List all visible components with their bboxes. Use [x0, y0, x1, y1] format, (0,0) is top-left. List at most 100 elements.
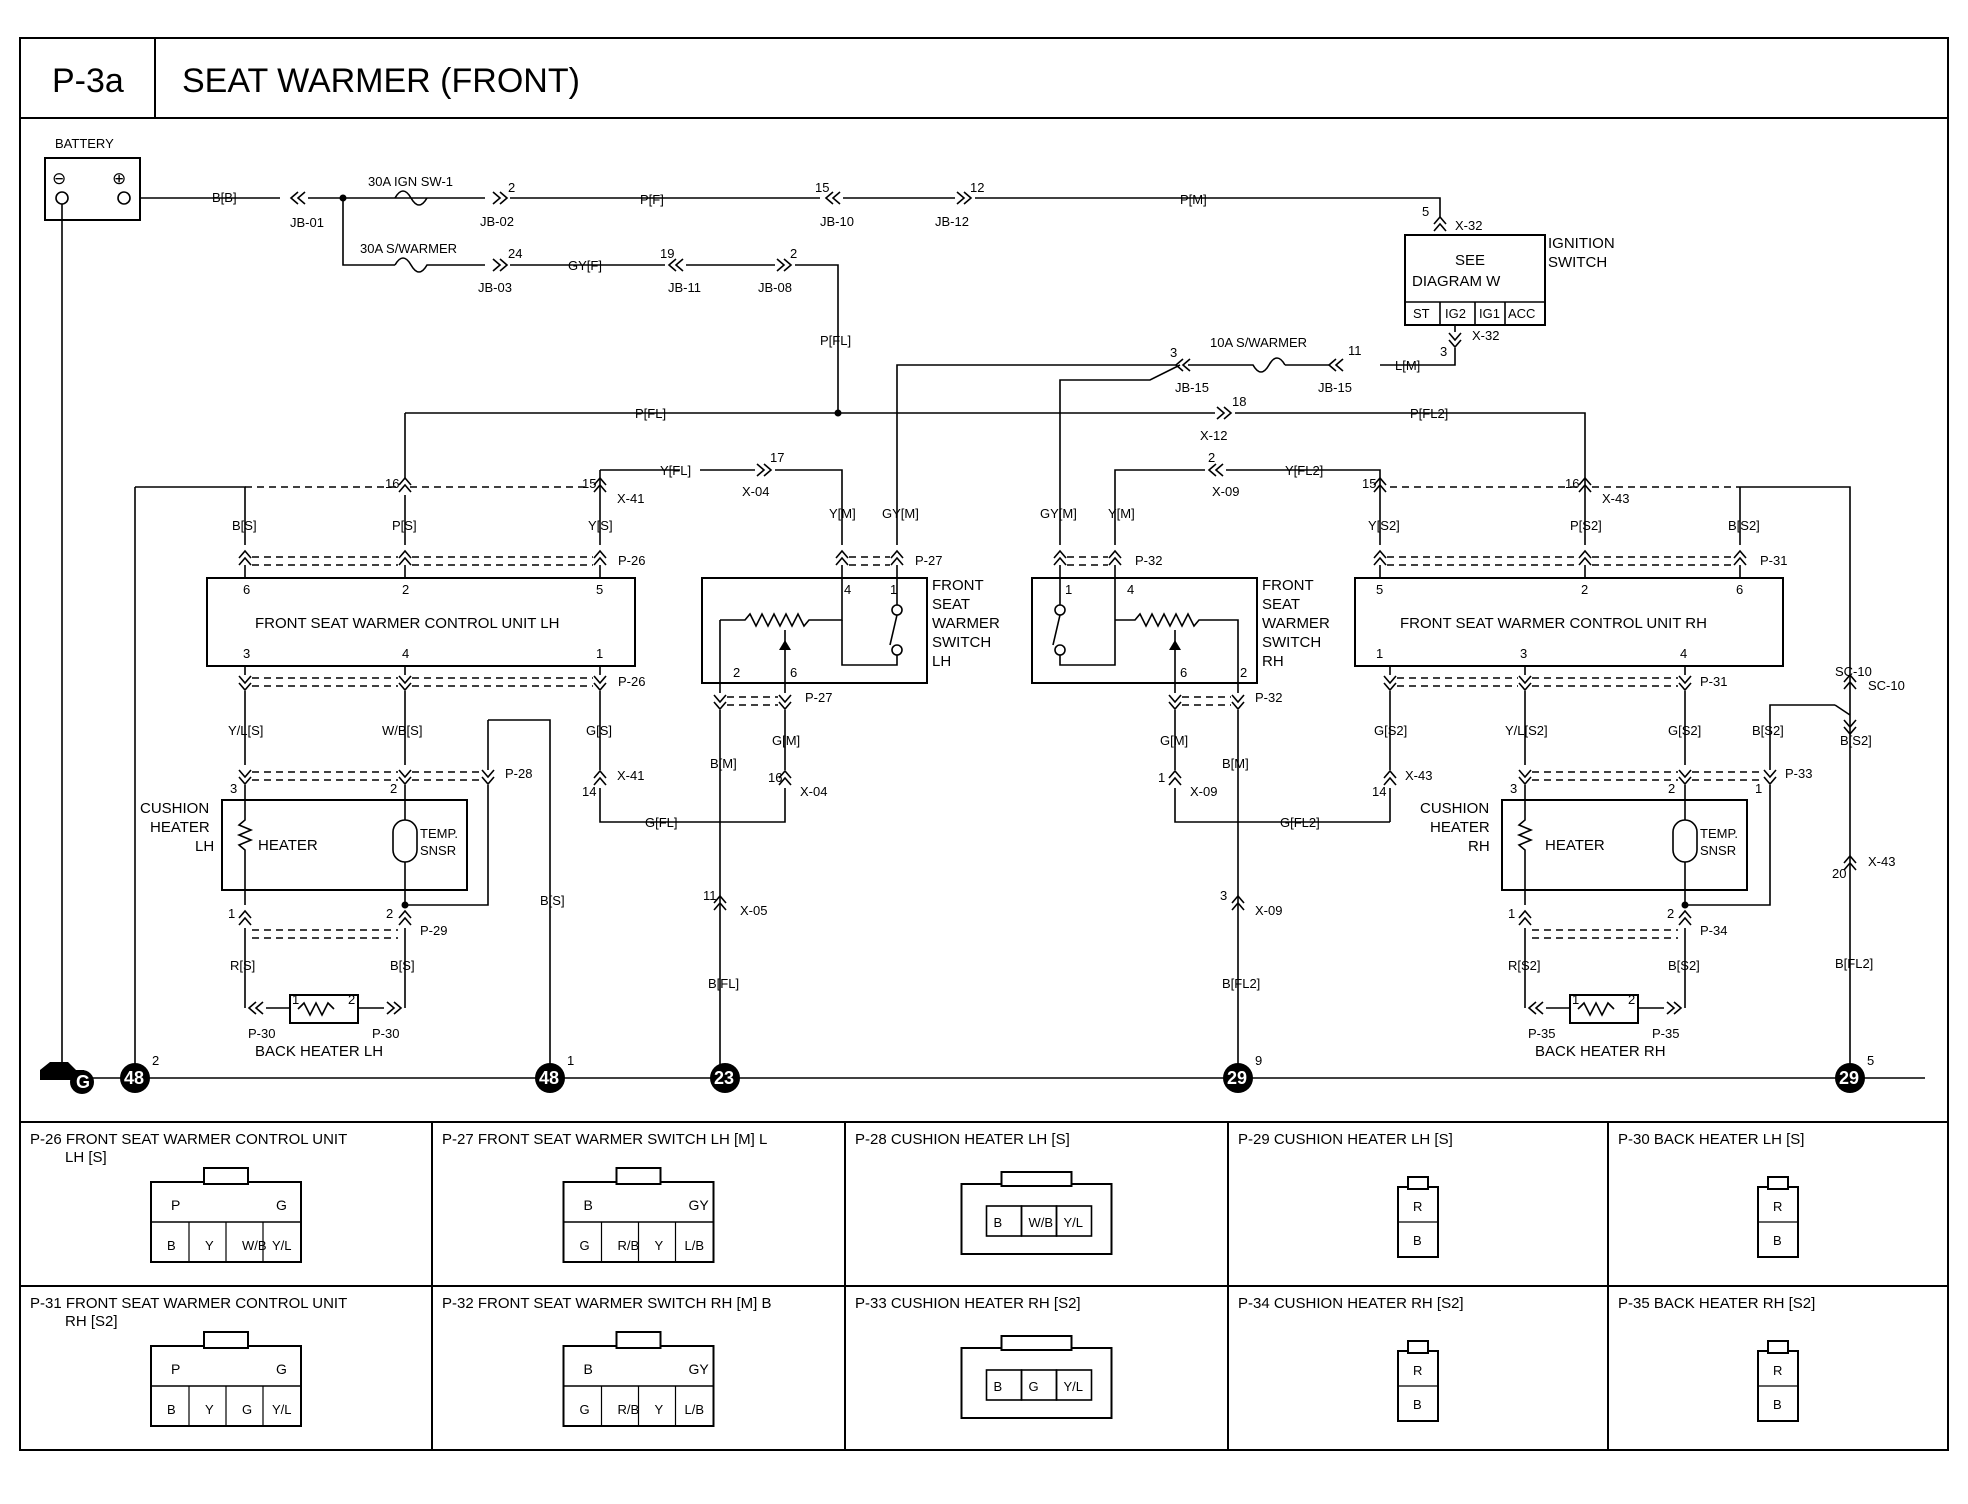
svg-text:P-26: P-26 — [618, 674, 645, 689]
svg-text:SNSR: SNSR — [1700, 843, 1736, 858]
svg-text:JB-15: JB-15 — [1175, 380, 1209, 395]
svg-text:3: 3 — [230, 781, 237, 796]
legend-pin-label: B — [1413, 1233, 1422, 1248]
legend-subtitle: RH [S2] — [65, 1313, 118, 1330]
legend-pin-label: L/B — [685, 1402, 705, 1417]
svg-text:5: 5 — [1867, 1053, 1874, 1068]
svg-text:3: 3 — [1520, 646, 1527, 661]
legend-pin-label: B — [1773, 1397, 1782, 1412]
svg-text:TEMP.: TEMP. — [1700, 826, 1738, 841]
svg-text:B[FL2]: B[FL2] — [1835, 956, 1873, 971]
svg-text:X-32: X-32 — [1472, 328, 1499, 343]
battery — [44, 157, 141, 221]
svg-text:2: 2 — [508, 180, 515, 195]
cushion-heater-lh — [221, 799, 468, 891]
legend-title: P-32 FRONT SEAT WARMER SWITCH RH [M] B — [442, 1295, 771, 1312]
svg-text:Y[M]: Y[M] — [1108, 506, 1135, 521]
svg-text:P-30: P-30 — [248, 1026, 275, 1041]
back-heater-rh — [1569, 994, 1639, 1024]
svg-text:WARMER: WARMER — [932, 615, 1000, 632]
legend-pin-label: R — [1773, 1199, 1782, 1214]
legend-pin-label: B — [167, 1238, 176, 1253]
battery-plus-icon: ⊕ — [112, 169, 126, 188]
svg-text:P-35: P-35 — [1528, 1026, 1555, 1041]
svg-text:R[S]: R[S] — [230, 958, 255, 973]
svg-text:4: 4 — [844, 582, 851, 597]
svg-text:JB-03: JB-03 — [478, 280, 512, 295]
svg-text:24: 24 — [508, 246, 522, 261]
svg-text:P-32: P-32 — [1135, 553, 1162, 568]
svg-text:G[FL]: G[FL] — [645, 815, 678, 830]
svg-text:P[S]: P[S] — [392, 518, 417, 533]
legend-pin-label: G — [580, 1402, 590, 1417]
svg-text:5: 5 — [1422, 204, 1429, 219]
ground-point-5: 29 5 — [1835, 1053, 1874, 1093]
svg-text:HEATER: HEATER — [1545, 837, 1605, 854]
svg-text:X-12: X-12 — [1200, 428, 1227, 443]
svg-text:11: 11 — [1348, 343, 1362, 358]
legend-cell: P-29 CUSHION HEATER LH [S]RB — [1238, 1131, 1453, 1258]
legend-title: P-33 CUSHION HEATER RH [S2] — [855, 1295, 1081, 1312]
svg-text:B[S]: B[S] — [232, 518, 257, 533]
svg-text:LH: LH — [195, 838, 214, 855]
svg-text:B[S]: B[S] — [540, 893, 565, 908]
legend-pin-label: W/B — [242, 1238, 267, 1253]
svg-text:SEAT: SEAT — [1262, 596, 1300, 613]
legend-pin-label: Y — [205, 1402, 214, 1417]
svg-text:Y[FL2]: Y[FL2] — [1285, 463, 1323, 478]
svg-text:SNSR: SNSR — [420, 843, 456, 858]
legend-title: P-34 CUSHION HEATER RH [S2] — [1238, 1295, 1464, 1312]
svg-text:19: 19 — [660, 246, 674, 261]
svg-text:HEATER: HEATER — [1430, 819, 1490, 836]
legend-pin-label: R — [1773, 1363, 1782, 1378]
svg-text:1: 1 — [1755, 781, 1762, 796]
svg-text:6: 6 — [790, 665, 797, 680]
legend-pin-label: B — [584, 1197, 593, 1213]
svg-text:2: 2 — [348, 992, 355, 1007]
svg-text:15: 15 — [1362, 476, 1376, 491]
svg-text:JB-08: JB-08 — [758, 280, 792, 295]
svg-text:P-31: P-31 — [1700, 674, 1727, 689]
svg-text:16: 16 — [385, 476, 399, 491]
svg-text:Y/L[S]: Y/L[S] — [228, 723, 263, 738]
svg-text:29: 29 — [1227, 1068, 1247, 1088]
ground-point-4: 29 9 — [1223, 1053, 1262, 1093]
svg-text:JB-11: JB-11 — [668, 280, 701, 295]
svg-text:GY[M]: GY[M] — [882, 506, 919, 521]
svg-text:Y[FL]: Y[FL] — [660, 463, 691, 478]
svg-text:IG2: IG2 — [1445, 306, 1466, 321]
svg-text:2: 2 — [790, 246, 797, 261]
page-title: SEAT WARMER (FRONT) — [182, 62, 580, 100]
svg-text:P-29: P-29 — [420, 923, 447, 938]
legend-pin-label: GY — [689, 1361, 710, 1377]
fuse1-label: 30A IGN SW-1 — [368, 174, 453, 189]
svg-text:B[S2]: B[S2] — [1668, 958, 1700, 973]
legend-pin-label: Y/L — [1064, 1379, 1084, 1394]
svg-text:30A S/WARMER: 30A S/WARMER — [360, 241, 457, 256]
back-heater-lh — [289, 994, 359, 1024]
svg-text:ACC: ACC — [1508, 306, 1535, 321]
svg-text:4: 4 — [402, 646, 409, 661]
switch-contact-icon — [889, 614, 898, 646]
svg-text:X-04: X-04 — [800, 784, 827, 799]
legend-pin-label: Y/L — [272, 1402, 292, 1417]
svg-text:P-30: P-30 — [372, 1026, 399, 1041]
legend-pin-label: G — [242, 1402, 252, 1417]
svg-text:X-43: X-43 — [1405, 768, 1432, 783]
legend-pin-label: P — [171, 1197, 180, 1213]
svg-text:1: 1 — [292, 992, 299, 1007]
svg-text:FRONT SEAT WARMER CONTROL UNIT: FRONT SEAT WARMER CONTROL UNIT LH — [255, 615, 559, 632]
svg-text:GY[F]: GY[F] — [568, 258, 602, 273]
svg-text:3: 3 — [1510, 781, 1517, 796]
svg-text:2: 2 — [1208, 450, 1215, 465]
svg-text:23: 23 — [714, 1068, 734, 1088]
svg-text:4: 4 — [1680, 646, 1687, 661]
legend-pin-label: B — [167, 1402, 176, 1417]
svg-text:RH: RH — [1468, 838, 1490, 855]
svg-text:5: 5 — [1376, 582, 1383, 597]
svg-text:48: 48 — [539, 1068, 559, 1088]
svg-text:1: 1 — [1065, 582, 1072, 597]
legend-subtitle: LH [S] — [65, 1149, 107, 1166]
legend-title: P-26 FRONT SEAT WARMER CONTROL UNIT — [30, 1131, 347, 1148]
